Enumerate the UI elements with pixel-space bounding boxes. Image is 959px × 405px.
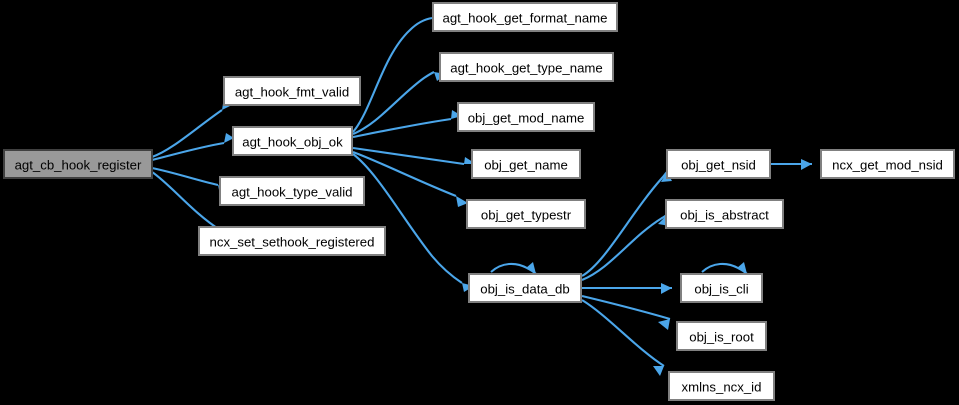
arrowhead-icon: [801, 159, 812, 170]
arrowhead-icon: [737, 262, 747, 274]
node-box-agt_hook_get_format_name[interactable]: [432, 2, 618, 32]
edge-obj_is_data_db-to-obj_is_abstract: [581, 214, 668, 281]
node-box-agt_hook_type_valid[interactable]: [219, 176, 365, 206]
node-box-obj_is_data_db[interactable]: [468, 273, 582, 303]
graph-node-agt_hook_type_valid[interactable]: agt_hook_type_valid: [219, 176, 365, 206]
node-box-obj_is_cli[interactable]: [680, 273, 763, 303]
graph-node-xmlns_ncx_id[interactable]: xmlns_ncx_id: [668, 371, 775, 401]
graph-node-ncx_get_mod_nsid[interactable]: ncx_get_mod_nsid: [820, 149, 955, 179]
graph-node-obj_is_abstract[interactable]: obj_is_abstract: [665, 199, 784, 229]
node-box-obj_is_root[interactable]: [676, 321, 767, 351]
arrowhead-icon: [661, 283, 672, 294]
edge-obj_is_data_db-to-xmlns_ncx_id: [581, 299, 665, 367]
edge-agt_hook_obj_ok-to-obj_get_name: [352, 146, 465, 166]
graph-node-ncx_set_sethook_registered[interactable]: ncx_set_sethook_registered: [198, 226, 386, 256]
graph-node-obj_is_root[interactable]: obj_is_root: [676, 321, 767, 351]
nodes-layer: agt_cb_hook_registeragt_hook_fmt_validag…: [3, 2, 955, 401]
arrowhead-icon: [658, 319, 670, 330]
graph-node-obj_get_name[interactable]: obj_get_name: [471, 149, 581, 179]
node-box-agt_cb_hook_register[interactable]: [3, 149, 153, 179]
edge-agt_cb_hook_register-to-agt_hook_fmt_valid: [151, 109, 223, 158]
edge-agt_cb_hook_register-to-ncx_set_sethook_registered: [151, 171, 221, 231]
node-box-obj_get_typestr[interactable]: [466, 199, 586, 229]
node-box-obj_get_nsid[interactable]: [666, 149, 771, 179]
node-box-agt_hook_fmt_valid[interactable]: [223, 76, 361, 106]
edge-agt_hook_obj_ok-to-obj_get_mod_name: [352, 117, 452, 139]
graph-node-obj_get_mod_name[interactable]: obj_get_mod_name: [457, 102, 595, 132]
arrowhead-icon: [653, 366, 664, 376]
node-box-obj_is_abstract[interactable]: [665, 199, 784, 229]
node-box-ncx_get_mod_nsid[interactable]: [820, 149, 955, 179]
graph-node-obj_is_data_db[interactable]: obj_is_data_db: [468, 273, 582, 303]
node-box-agt_hook_get_type_name[interactable]: [439, 52, 614, 82]
node-box-xmlns_ncx_id[interactable]: [668, 371, 775, 401]
node-box-obj_get_name[interactable]: [471, 149, 581, 179]
arrowhead-icon: [224, 133, 234, 143]
edge-agt_cb_hook_register-to-agt_hook_type_valid: [151, 166, 219, 187]
graph-node-agt_hook_get_format_name[interactable]: agt_hook_get_format_name: [432, 2, 618, 32]
graph-node-agt_cb_hook_register[interactable]: agt_cb_hook_register: [3, 149, 153, 179]
edge-agt_hook_obj_ok-to-agt_hook_get_type_name: [352, 71, 435, 135]
graph-node-obj_get_nsid[interactable]: obj_get_nsid: [666, 149, 771, 179]
graph-node-obj_is_cli[interactable]: obj_is_cli: [680, 273, 763, 303]
edge-obj_is_data_db-to-obj_get_nsid: [581, 171, 668, 277]
graph-node-agt_hook_fmt_valid[interactable]: agt_hook_fmt_valid: [223, 76, 361, 106]
node-box-obj_get_mod_name[interactable]: [457, 102, 595, 132]
edge-obj_is_data_db-to-obj_is_root: [581, 294, 671, 321]
edge-agt_cb_hook_register-to-agt_hook_obj_ok: [151, 141, 225, 162]
edge-agt_hook_obj_ok-to-obj_get_typestr: [352, 151, 457, 197]
edge-agt_hook_obj_ok-to-obj_is_data_db: [352, 153, 463, 284]
arrowhead-icon: [526, 262, 536, 274]
node-box-agt_hook_obj_ok[interactable]: [232, 126, 353, 156]
graph-node-obj_get_typestr[interactable]: obj_get_typestr: [466, 199, 586, 229]
graph-node-agt_hook_get_type_name[interactable]: agt_hook_get_type_name: [439, 52, 614, 82]
node-box-ncx_set_sethook_registered[interactable]: [198, 226, 386, 256]
arrowhead-icon: [456, 196, 468, 207]
graph-node-agt_hook_obj_ok[interactable]: agt_hook_obj_ok: [232, 126, 353, 156]
edge-agt_hook_obj_ok-to-agt_hook_get_format_name: [352, 16, 433, 133]
